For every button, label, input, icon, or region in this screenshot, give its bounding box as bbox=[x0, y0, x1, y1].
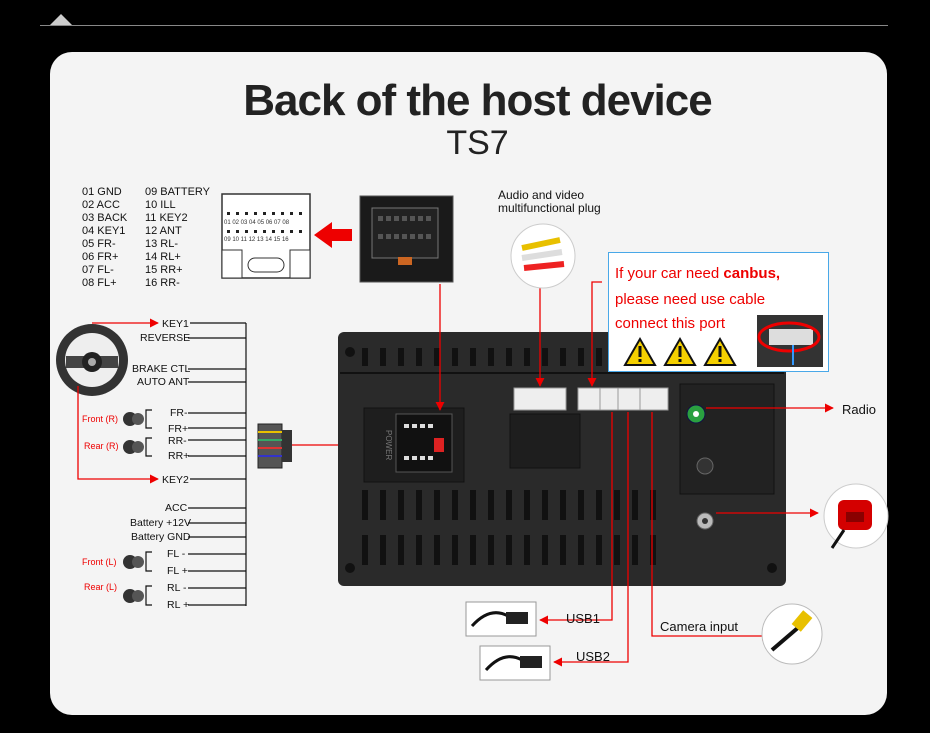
label-rl-plus: RL + bbox=[167, 599, 190, 611]
label-reverse: REVERSE bbox=[140, 332, 191, 344]
collapse-triangle-icon[interactable] bbox=[50, 14, 72, 25]
av-plug-label-line1: Audio and video bbox=[498, 188, 585, 202]
label-rl-minus: RL - bbox=[167, 582, 187, 594]
canbus-line3: connect this port bbox=[615, 315, 726, 332]
label-rr-plus: RR+ bbox=[168, 450, 190, 462]
pin-label: 06 FR+ bbox=[82, 251, 119, 263]
pin-label: 12 ANT bbox=[145, 225, 182, 237]
red-block-arrow-icon bbox=[314, 222, 352, 248]
pin-label: 04 KEY1 bbox=[82, 225, 126, 237]
label-gnd: Battery GND bbox=[131, 531, 191, 543]
warning-triangle-icon bbox=[703, 336, 737, 366]
pin-label: 08 FL+ bbox=[82, 277, 117, 289]
pin-label: 10 ILL bbox=[145, 199, 176, 211]
label-rear-r: Rear (R) bbox=[84, 441, 119, 451]
pin-label: 01 GND bbox=[82, 186, 122, 198]
connector-photo bbox=[359, 195, 454, 283]
pin-label: 13 RL- bbox=[145, 238, 179, 250]
steering-wheel-icon bbox=[56, 324, 128, 396]
label-fl-plus: FL + bbox=[167, 565, 188, 577]
label-front-l: Front (L) bbox=[82, 557, 117, 567]
label-battery: Battery +12V bbox=[130, 517, 191, 529]
label-brake: BRAKE CTL bbox=[132, 363, 191, 375]
label-rr-minus: RR- bbox=[168, 435, 187, 447]
warning-triangle-icon bbox=[623, 336, 657, 366]
pin-label: 14 RL+ bbox=[145, 251, 181, 263]
speaker-icons bbox=[123, 412, 144, 603]
page-subtitle: TS7 bbox=[446, 124, 509, 162]
pin-label: 02 ACC bbox=[82, 199, 120, 211]
pin-label: 07 FL- bbox=[82, 264, 114, 276]
canbus-line2: please need use cable bbox=[615, 291, 766, 308]
usb1-cable-icon bbox=[465, 601, 537, 637]
head-unit-back bbox=[338, 332, 786, 586]
canbus-bold: canbus, bbox=[723, 265, 781, 282]
connector-bottom-numbers: 09 10 11 12 13 14 15 16 bbox=[224, 237, 289, 243]
reverse-camera-icon bbox=[823, 483, 889, 549]
canbus-port-photo bbox=[757, 315, 823, 367]
av-plug-label-line2: multifunctional plug bbox=[498, 201, 601, 215]
camera-input-label: Camera input bbox=[660, 619, 739, 634]
warning-icons bbox=[623, 315, 823, 367]
connector-outline bbox=[221, 193, 311, 279]
canbus-line1: If your car need bbox=[615, 265, 724, 282]
label-fr-plus: FR+ bbox=[168, 423, 189, 435]
pin-label: 09 BATTERY bbox=[145, 186, 211, 198]
harness-plug bbox=[257, 423, 292, 469]
usb1-label: USB1 bbox=[566, 611, 600, 626]
pin-label: 15 RR+ bbox=[145, 264, 183, 276]
pin-label: 11 KEY2 bbox=[145, 212, 188, 224]
camera-rca-icon bbox=[761, 603, 823, 665]
pin-label: 05 FR- bbox=[82, 238, 116, 250]
label-front-r: Front (R) bbox=[82, 414, 118, 424]
top-divider bbox=[40, 25, 888, 26]
label-acc: ACC bbox=[165, 502, 188, 514]
label-rear-l: Rear (L) bbox=[84, 582, 118, 592]
pin-label: 16 RR- bbox=[145, 277, 180, 289]
radio-label: Radio bbox=[842, 402, 876, 417]
label-fl-minus: FL - bbox=[167, 548, 186, 560]
usb2-label: USB2 bbox=[576, 649, 610, 664]
label-key2: KEY2 bbox=[162, 474, 189, 486]
label-auto-ant: AUTO ANT bbox=[137, 376, 190, 388]
usb2-cable-icon bbox=[479, 645, 551, 681]
label-fr-minus: FR- bbox=[170, 407, 188, 419]
av-plug-icon bbox=[510, 223, 576, 289]
page-title: Back of the host device bbox=[243, 76, 712, 125]
connector-top-numbers: 01 02 03 04 05 06 07 08 bbox=[224, 220, 290, 226]
canbus-callout: If your car need canbus, please need use… bbox=[608, 252, 829, 372]
label-key1: KEY1 bbox=[162, 318, 189, 330]
warning-triangle-icon bbox=[663, 336, 697, 366]
power-label: POWER bbox=[384, 430, 393, 460]
pin-label: 03 BACK bbox=[82, 212, 128, 224]
